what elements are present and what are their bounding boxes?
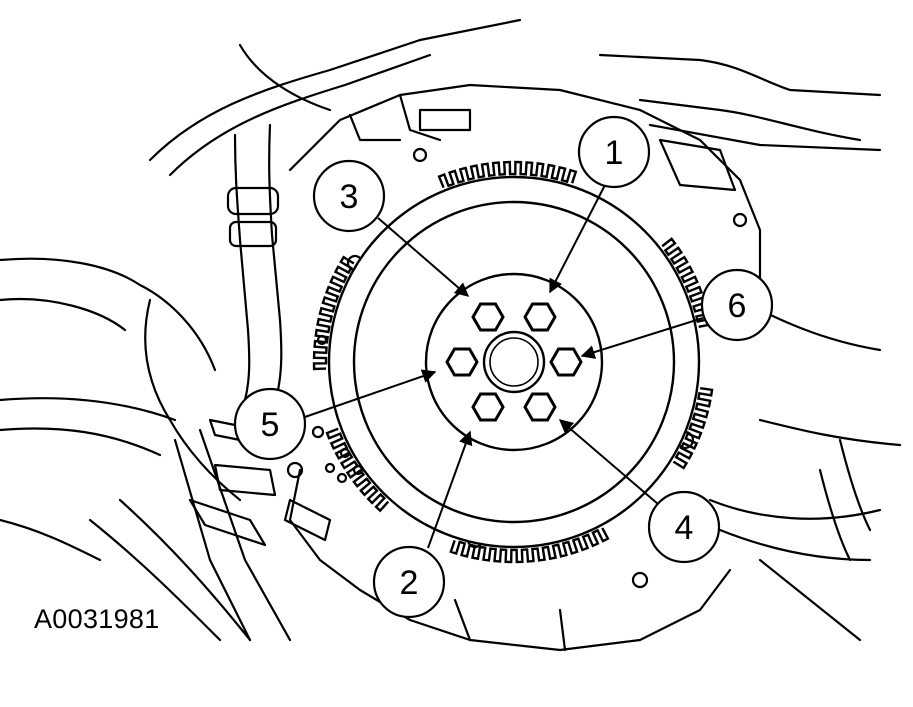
callout-5-label: 5 xyxy=(261,406,280,444)
callout-4-label: 4 xyxy=(675,509,694,547)
flywheel-center-bore xyxy=(482,330,546,394)
callout-3: 3 xyxy=(312,159,386,233)
callout-2-label: 2 xyxy=(400,564,419,602)
callout-3-label: 3 xyxy=(340,178,359,216)
flywheel-outer-ring xyxy=(327,175,701,549)
hex-bolt xyxy=(445,347,479,377)
hex-bolt xyxy=(471,302,505,332)
callout-5: 5 xyxy=(233,387,307,461)
leader-1 xyxy=(549,184,606,294)
ring-gear-teeth-segment xyxy=(312,255,355,371)
leader-3 xyxy=(377,217,470,297)
flywheel xyxy=(327,175,701,549)
leader-6 xyxy=(580,317,704,359)
ring-gear-teeth-segment xyxy=(449,527,610,564)
callout-6-label: 6 xyxy=(728,287,747,325)
flywheel-hub-ring xyxy=(424,272,604,452)
hex-bolt xyxy=(471,392,505,422)
hex-bolt xyxy=(523,302,557,332)
callout-1-label: 1 xyxy=(605,134,624,172)
engine-housing-lines xyxy=(0,18,902,652)
callout-1: 1 xyxy=(577,115,651,189)
hex-bolt xyxy=(523,392,557,422)
ring-gear xyxy=(312,160,714,564)
leader-4 xyxy=(558,419,666,511)
flywheel-bolts xyxy=(445,302,583,422)
callout-leaders xyxy=(301,184,704,549)
flywheel-inner-ring xyxy=(352,200,676,524)
ring-gear-teeth-segment xyxy=(325,427,390,513)
ring-gear-teeth-segment xyxy=(437,160,578,189)
ring-gear-teeth-segment xyxy=(672,386,714,470)
leader-5 xyxy=(301,369,437,419)
callout-2: 2 xyxy=(372,545,446,619)
callout-4: 4 xyxy=(647,490,721,564)
callout-6: 6 xyxy=(700,268,774,342)
hex-bolt xyxy=(549,347,583,377)
figure-id-label: A0031981 xyxy=(34,604,160,634)
leader-2 xyxy=(427,430,473,549)
